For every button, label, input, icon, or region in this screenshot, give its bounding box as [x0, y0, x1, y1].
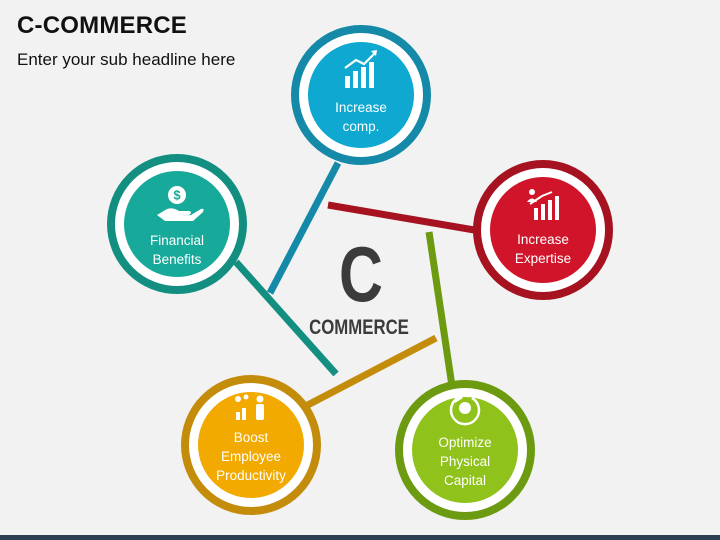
label-line: Boost [233, 430, 269, 445]
page-title: C-COMMERCE [17, 12, 187, 39]
svg-text:$: $ [173, 188, 181, 203]
connector-optimize-physical-capital [425, 231, 456, 387]
node-optimize-physical-capital [395, 380, 535, 520]
employee-growth-icon [235, 394, 264, 420]
node-increase-comp [291, 25, 431, 165]
node-financial-benefits: $ [107, 154, 247, 294]
label-line: Productivity [216, 468, 286, 483]
connector-financial-benefits [233, 259, 339, 377]
label-line: Increase [335, 100, 387, 115]
label-line: Employee [220, 449, 282, 464]
connector-increase-expertise [327, 201, 487, 236]
label-boost-employee-productivity: Boost Employee Productivity [196, 428, 306, 485]
label-line: Financial [149, 233, 205, 248]
expertise-chart-icon [527, 189, 559, 220]
connector-boost-employee-productivity [300, 334, 438, 412]
label-line: Capital [443, 473, 487, 488]
node-increase-expertise [473, 160, 613, 300]
label-line: Optimize [438, 435, 492, 450]
label-financial-benefits: Financial Benefits [122, 231, 232, 269]
money-cycle-icon [449, 393, 481, 426]
label-optimize-physical-capital: Optimize Physical Capital [410, 433, 520, 490]
label-increase-comp: Increase comp. [306, 98, 416, 136]
label-increase-expertise: Increase Expertise [488, 230, 598, 268]
label-line: Physical [439, 454, 491, 469]
node-boost-employee-productivity [181, 375, 321, 515]
center-letter: C [339, 231, 383, 318]
bottom-bar [0, 535, 720, 540]
label-line: Benefits [152, 252, 202, 267]
connector-increase-comp [266, 161, 342, 295]
label-line: Expertise [514, 251, 572, 266]
center-word: COMMERCE [309, 316, 409, 339]
growth-chart-icon [344, 50, 377, 88]
page-subtitle: Enter your sub headline here [17, 50, 236, 69]
hand-dollar-icon: $ [157, 186, 204, 221]
label-line: Increase [517, 232, 569, 247]
label-line: comp. [342, 119, 380, 134]
